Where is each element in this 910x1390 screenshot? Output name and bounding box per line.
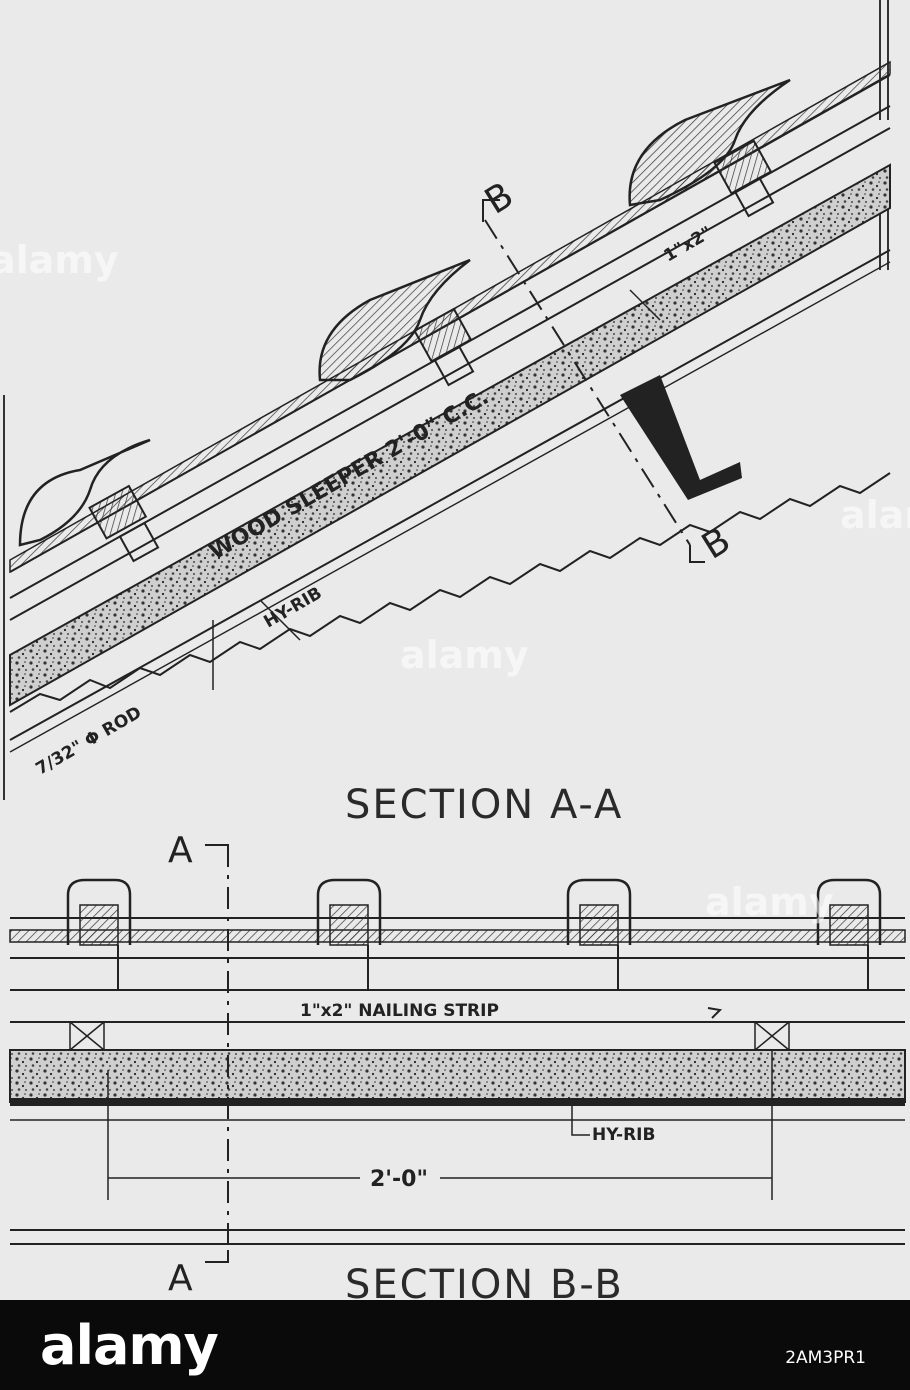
footer-bar: alamy 2AM3PR1 (0, 1300, 910, 1390)
footer-image-id: 2AM3PR1 (785, 1348, 866, 1368)
section-a-a-title: SECTION A-A (345, 782, 623, 828)
hy-rib-label-b: HY-RIB (592, 1125, 655, 1145)
watermark-2: alamy (705, 880, 834, 924)
section-b-cut-label-bottom: A (168, 1258, 193, 1299)
concrete-slab (9, 163, 891, 707)
frame-lines (3, 0, 889, 800)
dimension-label: 2'-0" (370, 1167, 428, 1192)
technical-drawing: B B WOOD SLEEPER 2'-0" C.C. HY-RIB 7/32"… (0, 0, 910, 1300)
watermark-4: alamy (0, 238, 119, 282)
section-a-a-drawing (9, 60, 891, 753)
section-a-cut-label-top: B (478, 175, 521, 223)
watermark-3: alamy (840, 493, 910, 537)
section-a-cut-label-bottom: B (695, 520, 738, 568)
section-b-b-title: SECTION B-B (345, 1262, 624, 1300)
footer-logo: alamy (40, 1314, 219, 1377)
rod-label: 7/32" Φ ROD (33, 703, 146, 780)
anchor-bolt (620, 375, 742, 500)
watermark-1: alamy (400, 633, 529, 677)
nailing-strip-label: 1"x2" NAILING STRIP (300, 1001, 499, 1021)
hy-rib-layer (9, 472, 891, 713)
wood-sleeper-label: WOOD SLEEPER 2'-0" C.C. (206, 385, 494, 566)
watermarks: alamy alamy alamy alamy (0, 238, 910, 924)
section-b-b-drawing (9, 844, 906, 1265)
section-b-cut-label-top: A (168, 830, 193, 871)
concrete-slab-b (9, 1049, 906, 1103)
